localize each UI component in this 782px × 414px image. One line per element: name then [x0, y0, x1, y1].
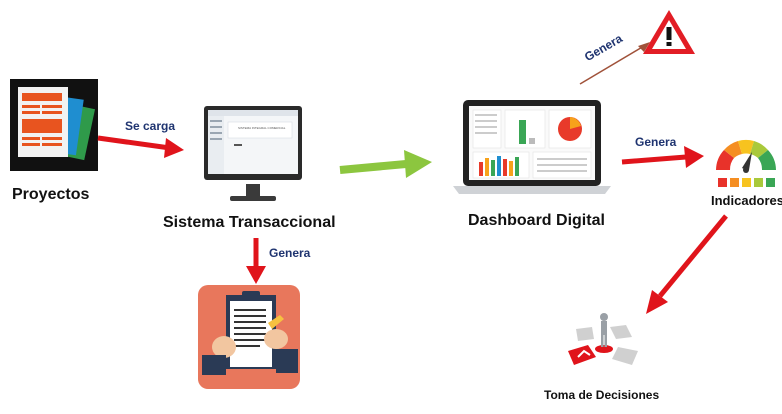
- laptop-icon: [453, 100, 611, 194]
- generate-indicators-label: Genera: [635, 135, 677, 149]
- projects-label: Proyectos: [12, 186, 90, 203]
- dashboard-label: Dashboard Digital: [468, 212, 605, 229]
- gauge-icon: [716, 139, 776, 187]
- load-arrow: [97, 135, 184, 158]
- flow-arrow-green: [339, 150, 432, 178]
- generate-alert-arrow: [579, 42, 650, 85]
- decisions-node: [564, 307, 642, 379]
- transactional-label: Sistema Transaccional: [163, 214, 336, 231]
- clipboard-icon: [198, 285, 300, 389]
- generate-report-arrow: [246, 238, 266, 284]
- generate-indicators-arrow: [621, 146, 704, 168]
- generate-report-label: Genera: [269, 246, 311, 260]
- monitor-icon: [204, 106, 302, 201]
- load-edge-label: Se carga: [125, 119, 176, 133]
- projects-node: [10, 79, 98, 171]
- decisions-label: Toma de Decisiones: [544, 388, 660, 402]
- indicators-label: Indicadores: [711, 193, 782, 208]
- warning-triangle-icon: [643, 10, 695, 54]
- transactional-node: SISTEMA INTEGRAL COMERCIAL: [198, 104, 308, 208]
- monitor-screen-title: SISTEMA INTEGRAL COMERCIAL: [238, 126, 286, 130]
- dashboard-node: [451, 98, 613, 198]
- documents-icon: [10, 79, 98, 171]
- decision-arrow: [646, 214, 728, 314]
- report-node: [198, 285, 300, 389]
- crossroads-icon: [564, 307, 642, 379]
- alert-node: [641, 7, 697, 57]
- indicators-node: [712, 134, 780, 190]
